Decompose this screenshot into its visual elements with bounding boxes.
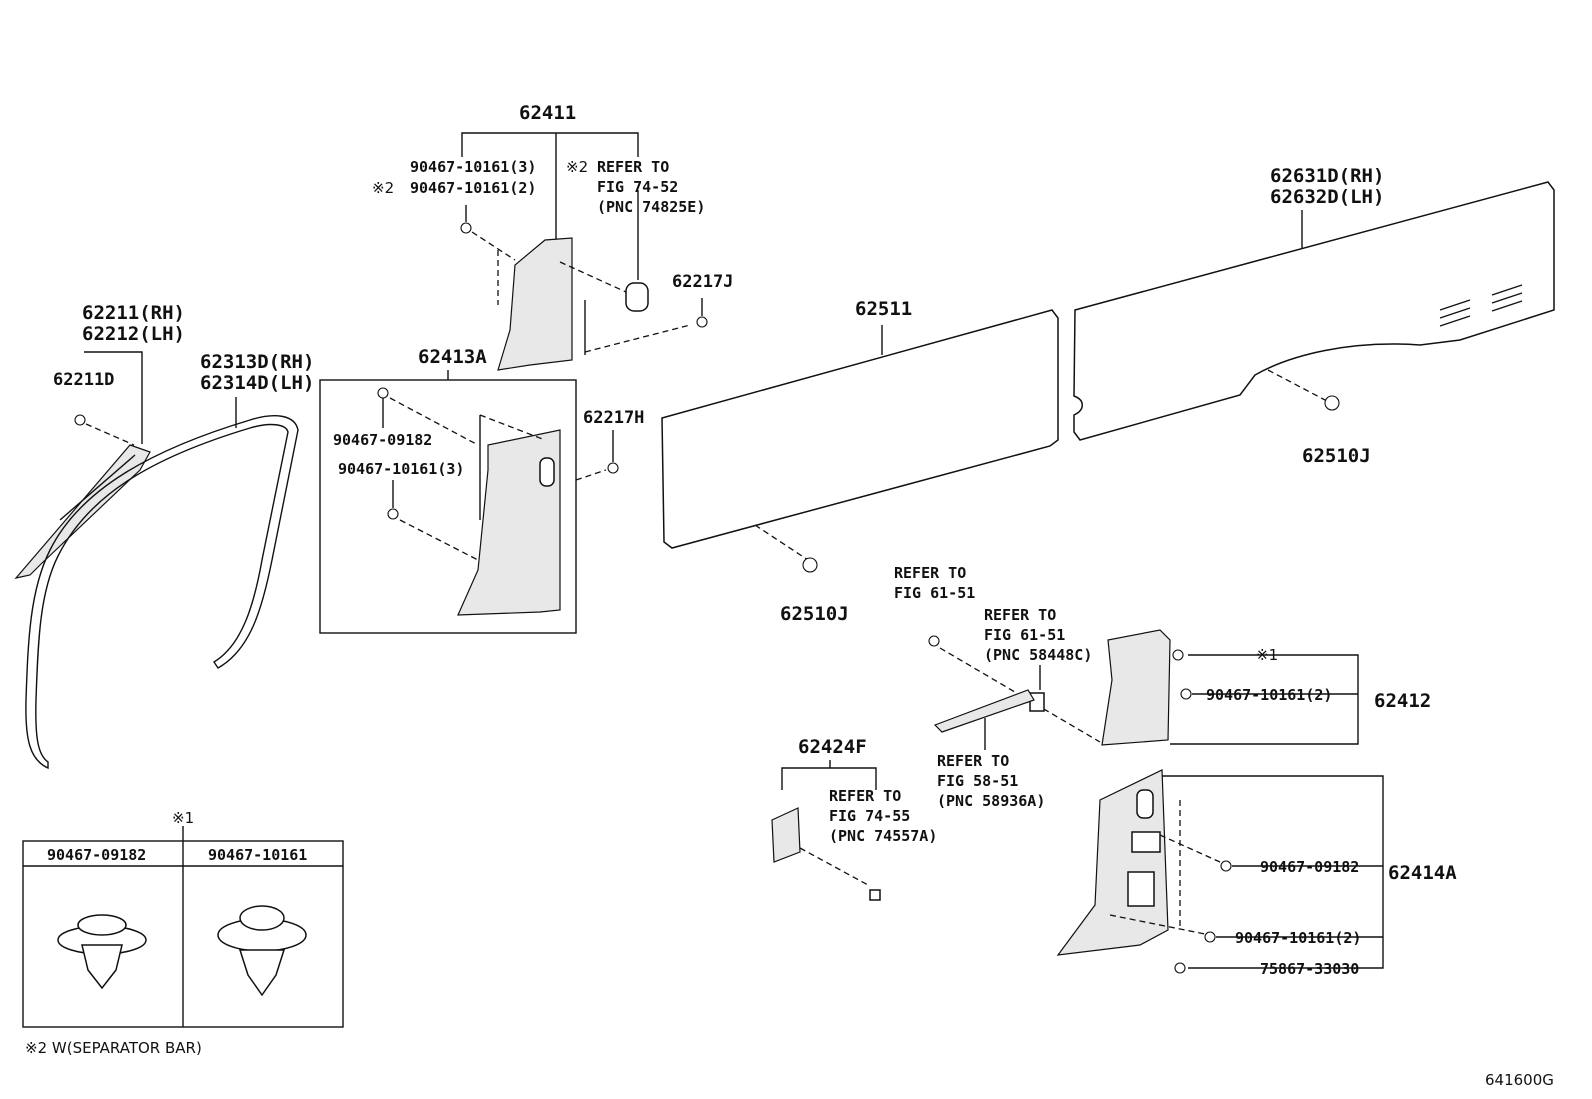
clip-table [22, 826, 344, 1028]
label-90467-10161-2-right: 90467-10161(2) [1206, 686, 1332, 704]
panel-62414A [1056, 769, 1169, 956]
front-pillar-garnish [14, 444, 151, 579]
label-90467-09182-mid: 90467-09182 [333, 431, 432, 449]
door-opening-trim [25, 414, 299, 770]
vent-grille [1439, 284, 1523, 327]
refer-61-51-pnc-line1: REFER TO [984, 606, 1056, 624]
label-90467-09182-right: 90467-09182 [1260, 858, 1359, 876]
bracket-58936A [933, 689, 1035, 733]
label-62510J-right: 62510J [1302, 445, 1371, 467]
figure-id: 641600G [1485, 1071, 1554, 1089]
label-90467-10161-2-lower: 90467-10161(2) [1235, 929, 1361, 947]
clip-fig61-51 [928, 635, 940, 647]
refer-74-52-line2: FIG 74-52 [597, 178, 678, 196]
label-90467-10161-3-mid: 90467-10161(3) [338, 460, 464, 478]
label-62211D: 62211D [53, 370, 114, 390]
label-62414A: 62414A [1388, 862, 1457, 884]
refer-61-51-line1: REFER TO [894, 564, 966, 582]
label-62510J-bottom: 62510J [780, 603, 849, 625]
refer-61-51-pnc-line3: (PNC 58448C) [984, 646, 1092, 664]
clip-90467-09182-icon [57, 914, 147, 990]
cover-62424F [771, 807, 801, 863]
label-62313D: 62313D(RH) [200, 351, 314, 373]
table-header-col2: 90467-10161 [208, 846, 307, 864]
label-62412: 62412 [1374, 690, 1431, 712]
label-62632D: 62632D(LH) [1270, 186, 1384, 208]
label-62631D: 62631D(RH) [1270, 165, 1384, 187]
quarter-pillar-lower [457, 414, 561, 616]
refer-58-51-line3: (PNC 58936A) [937, 792, 1045, 810]
refer-74-52-line1: REFER TO [597, 158, 669, 176]
refer-74-55-line1: REFER TO [829, 787, 901, 805]
mark2-top: ※2 [372, 179, 394, 197]
label-62314D: 62314D(LH) [200, 372, 314, 394]
label-62212: 62212(LH) [82, 323, 185, 345]
panel-62631D [1073, 181, 1555, 441]
table-header-col1: 90467-09182 [47, 846, 146, 864]
retainer-74825E [625, 282, 649, 312]
label-90467-10161-3-top: 90467-10161(3) [410, 158, 536, 176]
quarter-pillar-upper [497, 237, 586, 371]
label-62424F: 62424F [798, 736, 867, 758]
clip-90467-10161-icon [217, 905, 307, 997]
pillar-62412 [1101, 629, 1171, 746]
label-75867-33030: 75867-33030 [1260, 960, 1359, 978]
refer-74-55-line3: (PNC 74557A) [829, 827, 937, 845]
refer-58-51-line2: FIG 58-51 [937, 772, 1018, 790]
mark1-right: ※1 [1256, 646, 1278, 664]
label-62217H: 62217H [583, 408, 644, 428]
label-62413A: 62413A [418, 346, 487, 368]
label-62217J: 62217J [672, 272, 733, 292]
mark1-table: ※1 [172, 809, 194, 827]
footnote: ※2 W(SEPARATOR BAR) [25, 1039, 202, 1057]
refer-74-52-line3: (PNC 74825E) [597, 198, 705, 216]
refer-58-51-line1: REFER TO [937, 752, 1009, 770]
label-62211: 62211(RH) [82, 302, 185, 324]
label-90467-10161-2-top: 90467-10161(2) [410, 179, 536, 197]
refer-61-51-pnc-line2: FIG 61-51 [984, 626, 1065, 644]
refer-74-55-line2: FIG 74-55 [829, 807, 910, 825]
mark2-refer: ※2 [566, 158, 588, 176]
refer-61-51-line2: FIG 61-51 [894, 584, 975, 602]
label-62411: 62411 [519, 102, 576, 124]
panel-62511 [661, 309, 1059, 549]
clip-62211D [74, 414, 135, 446]
label-62511: 62511 [855, 298, 912, 320]
